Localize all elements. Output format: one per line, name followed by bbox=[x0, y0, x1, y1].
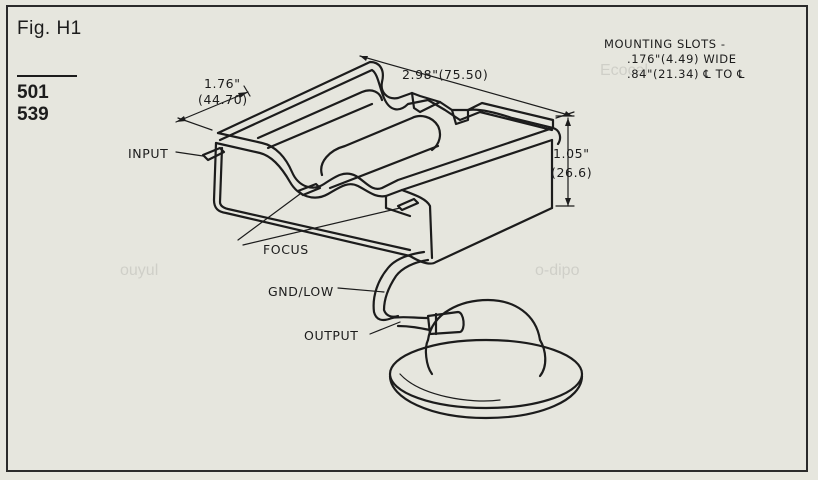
depth-dim-ext-2 bbox=[243, 85, 251, 97]
height-arrow-2 bbox=[565, 198, 571, 206]
housing-top-thickness bbox=[214, 138, 554, 199]
output-label: OUTPUT bbox=[304, 328, 359, 343]
dimension-depth-inches: 1.76" bbox=[204, 76, 241, 91]
title-rule bbox=[17, 75, 77, 77]
center-ridge-back bbox=[256, 89, 384, 140]
dome-base-edge bbox=[388, 374, 584, 420]
bracket-tab-right bbox=[450, 108, 470, 126]
dome-shadow bbox=[399, 373, 501, 402]
length-arrow-2 bbox=[564, 111, 572, 116]
right-wall-top bbox=[466, 108, 555, 130]
plug-body bbox=[426, 310, 465, 336]
figure-title: Fig. H1 bbox=[17, 18, 82, 39]
input-label: INPUT bbox=[128, 146, 169, 161]
height-arrow-1 bbox=[565, 118, 571, 126]
focus-label: FOCUS bbox=[263, 242, 309, 257]
cable-to-plug bbox=[390, 316, 430, 320]
mounting-note-line3: .84"(21.34) ℄ TO ℄ bbox=[627, 67, 746, 81]
dome-skirt-left bbox=[424, 338, 434, 376]
dimension-height-mm: (26.6) bbox=[551, 165, 593, 180]
output-leader bbox=[369, 321, 401, 335]
dome-top bbox=[426, 298, 542, 342]
gnd-low-label: GND/LOW bbox=[268, 284, 334, 299]
part-number-1: 501 bbox=[17, 82, 49, 103]
bracket-tab-left bbox=[410, 91, 442, 114]
length-dim-line bbox=[359, 55, 573, 117]
input-leader bbox=[175, 151, 204, 157]
center-tube-top bbox=[320, 115, 442, 177]
housing-front-rim bbox=[216, 126, 555, 190]
depth-dim-line bbox=[175, 91, 249, 123]
right-block-face bbox=[384, 194, 412, 218]
housing-left-end bbox=[212, 141, 412, 258]
part-number-2: 539 bbox=[17, 104, 49, 125]
dimension-depth-mm: (44.70) bbox=[198, 92, 248, 107]
depth-arrow-2 bbox=[238, 92, 248, 98]
center-ridge-back2 bbox=[266, 102, 374, 150]
mounting-note-line1: MOUNTING SLOTS - bbox=[604, 37, 726, 51]
length-arrow-1 bbox=[360, 56, 368, 61]
focus-leader-1 bbox=[237, 193, 301, 241]
dimension-height-inches: 1.05" bbox=[553, 146, 590, 161]
dome-base-top bbox=[388, 338, 584, 410]
focus-pin bbox=[296, 182, 322, 197]
dimension-length: 2.98"(75.50) bbox=[402, 67, 489, 82]
mounting-note-line2: .176"(4.49) WIDE bbox=[627, 52, 737, 66]
housing-back-rim bbox=[216, 60, 555, 135]
cable-to-plug-2 bbox=[396, 324, 432, 332]
input-pin bbox=[201, 146, 226, 162]
figure-border bbox=[6, 5, 808, 472]
right-block-top-edge bbox=[551, 126, 562, 146]
housing-left-end-inner bbox=[218, 146, 412, 252]
cable-inner bbox=[382, 258, 430, 318]
trough-wave-back bbox=[218, 68, 554, 142]
gnd-pin bbox=[396, 197, 420, 212]
cable-outer bbox=[372, 250, 426, 322]
center-tube-lower bbox=[328, 144, 440, 190]
dome-skirt-right bbox=[538, 338, 547, 378]
focus-leader-2 bbox=[242, 207, 401, 246]
depth-arrow-1 bbox=[176, 116, 186, 122]
housing-front-bottom bbox=[408, 206, 554, 265]
right-block-front bbox=[400, 188, 434, 260]
